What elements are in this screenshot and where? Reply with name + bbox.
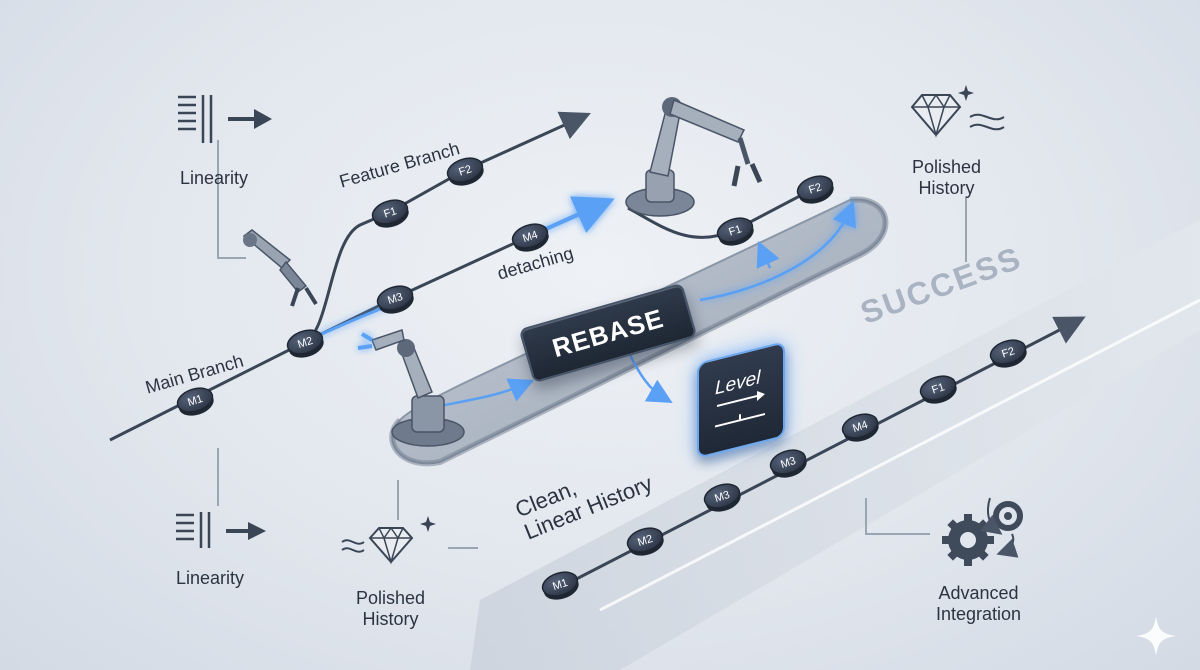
commit-label: F2 bbox=[457, 163, 473, 178]
advanced-line2: Integration bbox=[936, 604, 1022, 624]
polished-bottom-line2: History bbox=[362, 609, 419, 629]
commit-node-linear: M3 bbox=[769, 449, 807, 478]
gears-icon bbox=[942, 497, 1023, 566]
robot-arm-icon bbox=[242, 229, 318, 307]
arrow-right-icon bbox=[226, 522, 266, 540]
commit-label: F1 bbox=[930, 381, 946, 396]
linearity-label-top: Linearity bbox=[180, 168, 249, 188]
commit-node-main: M1 bbox=[176, 387, 214, 416]
commit-label: F2 bbox=[807, 181, 823, 196]
arrow-right-icon bbox=[228, 109, 272, 129]
linearity-label-bottom: Linearity bbox=[176, 568, 245, 588]
commit-node-main: M4 bbox=[511, 223, 549, 252]
commit-node-linear: M3 bbox=[703, 483, 741, 512]
commit-node-rebased-feature: F2 bbox=[796, 175, 834, 204]
commit-label: M3 bbox=[779, 455, 797, 471]
commit-label: M3 bbox=[386, 291, 404, 307]
polished-bottom-line1: Polished bbox=[356, 588, 426, 608]
commit-node-linear: F1 bbox=[919, 375, 957, 404]
commit-label: F1 bbox=[727, 223, 743, 238]
polished-top-line2: History bbox=[918, 178, 975, 198]
diamond-icon bbox=[910, 85, 1005, 138]
robot-arm-icon bbox=[625, 97, 763, 217]
polished-top-line1: Polished bbox=[912, 157, 982, 177]
commit-label: F2 bbox=[1000, 345, 1016, 360]
linearity-icon bbox=[178, 95, 213, 143]
commit-label: M1 bbox=[186, 393, 204, 409]
commit-label: M1 bbox=[551, 577, 569, 593]
sparkle-icon bbox=[1136, 616, 1176, 656]
commit-label: M2 bbox=[636, 533, 654, 549]
commit-label: M4 bbox=[521, 229, 539, 245]
commit-node-linear: F2 bbox=[989, 339, 1027, 368]
commit-node-linear: M1 bbox=[541, 571, 579, 600]
commit-node-feature: F1 bbox=[371, 199, 409, 228]
commit-node-feature: F2 bbox=[446, 157, 484, 186]
diamond-icon bbox=[341, 516, 436, 565]
advanced-integration-label: Advanced Integration bbox=[936, 583, 1021, 625]
road-highlight bbox=[599, 298, 1200, 612]
commit-label: F1 bbox=[382, 205, 398, 220]
commit-node-main: M3 bbox=[376, 285, 414, 314]
level-icon bbox=[715, 391, 765, 428]
linearity-icon bbox=[176, 512, 211, 548]
commit-node-main: M2 bbox=[286, 329, 324, 358]
advanced-line1: Advanced bbox=[938, 583, 1019, 603]
commit-label: M3 bbox=[713, 489, 731, 505]
polished-history-top: Polished History bbox=[912, 157, 981, 199]
commit-node-linear: M4 bbox=[841, 413, 879, 442]
level-card: Level bbox=[697, 341, 785, 459]
robot-arm-icon bbox=[357, 329, 465, 447]
commit-node-linear: M2 bbox=[626, 527, 664, 556]
commit-label: M2 bbox=[296, 335, 314, 351]
commit-label: M4 bbox=[851, 419, 869, 435]
commit-node-rebased-feature: F1 bbox=[716, 217, 754, 246]
polished-history-bottom: Polished History bbox=[356, 588, 425, 630]
